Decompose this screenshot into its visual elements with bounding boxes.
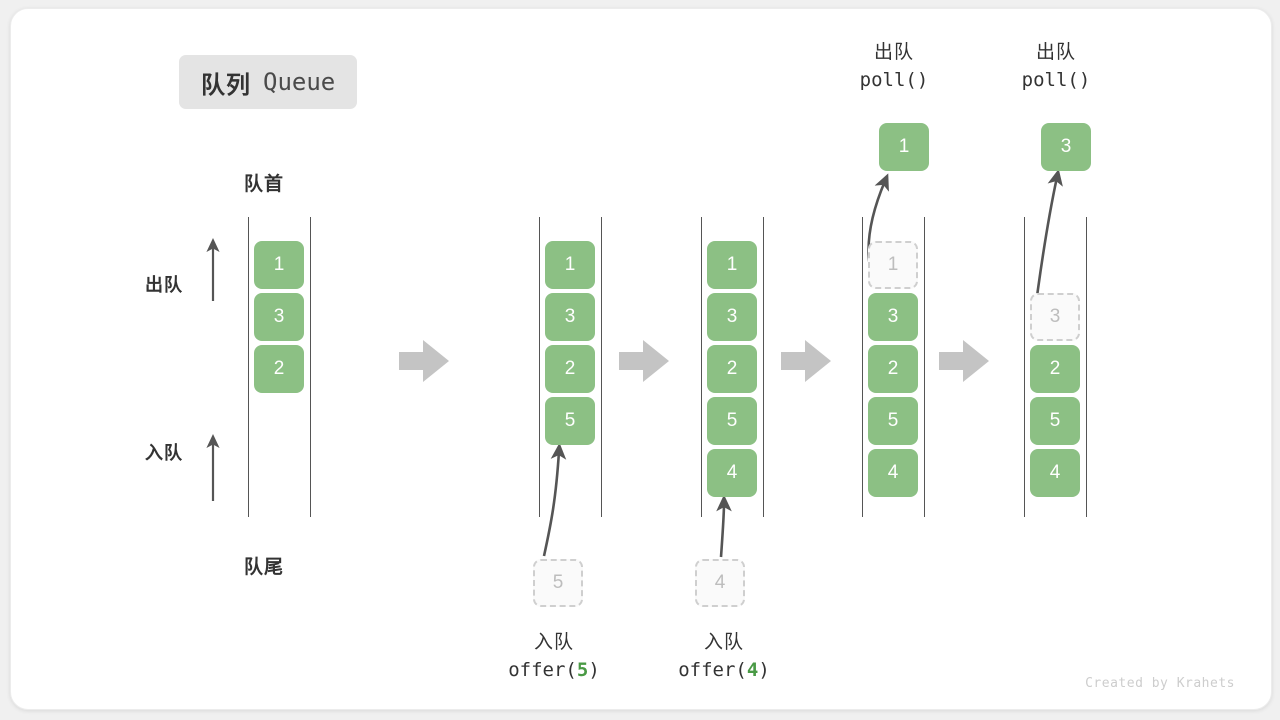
caption-code: poll() [976, 67, 1136, 95]
queue-item: 5 [707, 397, 757, 445]
code-suffix: ) [758, 658, 770, 681]
dequeue-side-label: 出队 [145, 275, 183, 295]
queue-head-label: 队首 [244, 174, 285, 195]
queue-item: 2 [707, 345, 757, 393]
rail-right [601, 217, 602, 517]
popped-item: 3 [1041, 123, 1091, 171]
caption-poll-3: 出队 poll() [976, 39, 1136, 94]
queue-item: 3 [545, 293, 595, 341]
title-en: Queue [263, 68, 336, 96]
queue-item: 1 [254, 241, 304, 289]
incoming-ghost-item: 5 [533, 559, 583, 607]
rail-left [539, 217, 540, 517]
queue-item: 5 [1030, 397, 1080, 445]
queue-slot-empty [1030, 241, 1080, 289]
code-prefix: offer( [678, 658, 747, 681]
queue-tail-label: 队尾 [244, 557, 285, 578]
code-suffix: ) [916, 68, 929, 91]
queue-item: 1 [545, 241, 595, 289]
queue-item-new: 5 [545, 397, 595, 445]
caption-code: poll() [814, 67, 974, 95]
caption-offer-4: 入队 offer(4) [624, 629, 824, 684]
caption-cn: 入队 [533, 632, 574, 653]
diagram-stage: 队列 Queue 队首 队尾 出队 入队 [11, 9, 1271, 709]
queue-item-new: 4 [707, 449, 757, 497]
queue-item: 3 [707, 293, 757, 341]
queue-item-removed: 3 [1030, 293, 1080, 341]
footer-credit: Created by Krahets [1085, 676, 1235, 691]
queue-item: 2 [868, 345, 918, 393]
arrow-layer [206, 168, 1063, 558]
caption-cn: 入队 [703, 632, 744, 653]
queue-item: 3 [254, 293, 304, 341]
rail-right [1086, 217, 1087, 517]
title-cn: 队列 [201, 71, 251, 99]
incoming-ghost-item: 4 [695, 559, 745, 607]
rail-left [701, 217, 702, 517]
caption-offer-5: 入队 offer(5) [454, 629, 654, 684]
title-badge: 队列 Queue [179, 55, 358, 109]
code-suffix: ) [1078, 68, 1091, 91]
queue-item: 5 [868, 397, 918, 445]
queue-item: 1 [707, 241, 757, 289]
caption-cn: 出队 [1035, 42, 1076, 63]
popped-item: 1 [879, 123, 929, 171]
diagram-card: 队列 Queue 队首 队尾 出队 入队 [10, 8, 1272, 710]
queue-item: 3 [868, 293, 918, 341]
queue-item: 4 [1030, 449, 1080, 497]
code-num: 4 [746, 658, 759, 681]
rail-left [862, 217, 863, 517]
code-prefix: offer( [508, 658, 577, 681]
rail-left [1024, 217, 1025, 517]
queue-item: 2 [254, 345, 304, 393]
rail-right [924, 217, 925, 517]
queue-item: 2 [545, 345, 595, 393]
queue-item-removed: 1 [868, 241, 918, 289]
caption-code: offer(5) [454, 657, 654, 685]
queue-item: 2 [1030, 345, 1080, 393]
code-suffix: ) [588, 658, 600, 681]
caption-poll-1: 出队 poll() [814, 39, 974, 94]
code-prefix: poll( [1021, 68, 1079, 91]
queue-item: 4 [868, 449, 918, 497]
code-num: 5 [576, 658, 589, 681]
enqueue-side-label: 入队 [145, 443, 183, 463]
rail-right [763, 217, 764, 517]
code-prefix: poll( [859, 68, 917, 91]
caption-code: offer(4) [624, 657, 824, 685]
caption-cn: 出队 [873, 42, 914, 63]
rail-left [248, 217, 249, 517]
rail-right [310, 217, 311, 517]
